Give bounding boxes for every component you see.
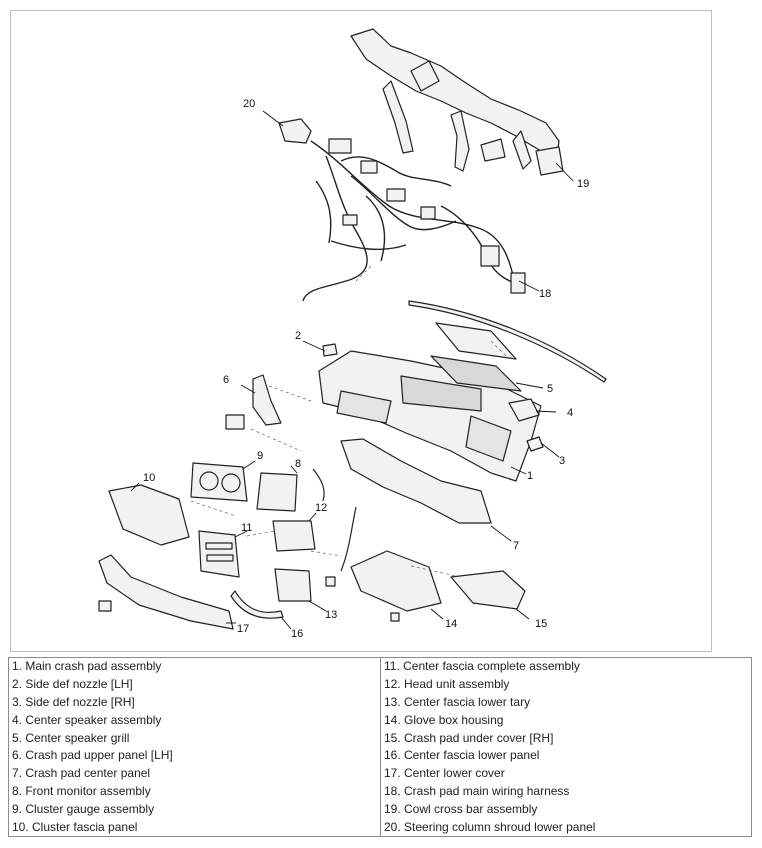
- callout-9: 9: [257, 450, 263, 462]
- glove-box-housing: [350, 550, 442, 612]
- legend-item: 14. Glove box housing: [380, 711, 752, 730]
- cluster-gauge: [190, 462, 248, 502]
- legend-item: 5. Center speaker grill: [8, 729, 381, 747]
- legend-item: 12. Head unit assembly: [380, 675, 752, 694]
- legend-row: 6. Crash pad upper panel [LH] 16. Center…: [8, 746, 752, 765]
- callout-16: 16: [291, 628, 303, 640]
- callout-10: 10: [143, 472, 155, 484]
- speaker-grill: [430, 322, 522, 392]
- callout-13: 13: [325, 609, 337, 621]
- legend-item: 7. Crash pad center panel: [8, 764, 381, 783]
- legend-item: 20. Steering column shroud lower panel: [380, 818, 752, 838]
- callout-6: 6: [223, 374, 229, 386]
- head-unit: [272, 520, 316, 552]
- callout-11: 11: [241, 522, 252, 534]
- center-fascia-lower-tray: [274, 568, 312, 602]
- legend-item: 13. Center fascia lower tary: [380, 693, 752, 712]
- callout-8: 8: [295, 458, 301, 470]
- callout-1: 1: [527, 470, 533, 482]
- legend-item: 3. Side def nozzle [RH]: [8, 693, 381, 712]
- callout-14: 14: [445, 618, 457, 630]
- legend-row: 1. Main crash pad assembly 11. Center fa…: [8, 656, 752, 676]
- legend-item: 17. Center lower cover: [380, 764, 752, 783]
- legend-item: 10. Cluster fascia panel: [8, 818, 381, 838]
- legend-row: 4. Center speaker assembly 14. Glove box…: [8, 711, 752, 730]
- legend-item: 16. Center fascia lower panel: [380, 746, 752, 765]
- legend-item: 8. Front monitor assembly: [8, 782, 381, 801]
- crash-pad-under-cover-rh: [450, 570, 526, 610]
- callout-20: 20: [243, 98, 255, 110]
- legend-row: 8. Front monitor assembly 18. Crash pad …: [8, 782, 752, 801]
- legend-item: 2. Side def nozzle [LH]: [8, 675, 381, 694]
- callout-3: 3: [559, 455, 565, 467]
- callout-4: 4: [567, 407, 573, 419]
- legend-item: 11. Center fascia complete assembly: [380, 656, 752, 676]
- center-speaker: [508, 398, 540, 422]
- legend-item: 9. Cluster gauge assembly: [8, 800, 381, 819]
- legend-row: 10. Cluster fascia panel 20. Steering co…: [8, 818, 752, 838]
- callout-17: 17: [237, 623, 249, 635]
- legend-row: 5. Center speaker grill 15. Crash pad un…: [8, 729, 752, 747]
- cluster-fascia-panel: [108, 484, 190, 546]
- legend-row: 9. Cluster gauge assembly 19. Cowl cross…: [8, 800, 752, 819]
- callout-19: 19: [577, 178, 589, 190]
- side-def-nozzle-rh: [526, 436, 544, 452]
- front-monitor: [256, 472, 298, 512]
- callout-5: 5: [547, 383, 553, 395]
- legend-item: 6. Crash pad upper panel [LH]: [8, 746, 381, 765]
- legend-row: 3. Side def nozzle [RH] 13. Center fasci…: [8, 693, 752, 712]
- steering-shroud-panel: [278, 118, 312, 144]
- center-fascia-lower-panel: [230, 590, 284, 619]
- cowl-cross-bar: [350, 28, 564, 176]
- wiring-harness: [302, 140, 522, 302]
- callout-2: 2: [295, 330, 301, 342]
- harness-connectors: [328, 138, 526, 294]
- legend-item: 1. Main crash pad assembly: [8, 656, 381, 676]
- exploded-parts-diagram: 20 19 18 2 5 4 3 1 6 7 8 9 10 11 12 13 1…: [10, 10, 712, 652]
- callout-12: 12: [315, 502, 327, 514]
- legend-item: 15. Crash pad under cover [RH]: [380, 729, 752, 747]
- crash-pad-upper-panel-lh: [225, 374, 282, 430]
- callout-18: 18: [539, 288, 551, 300]
- reference-lines: [190, 265, 507, 577]
- side-def-nozzle-lh: [322, 343, 338, 357]
- windshield-trim: [408, 300, 607, 383]
- callout-7: 7: [513, 540, 519, 552]
- legend-item: 4. Center speaker assembly: [8, 711, 381, 730]
- callout-labels: 20 19 18 2 5 4 3 1 6 7 8 9 10 11 12 13 1…: [143, 98, 589, 640]
- legend-row: 7. Crash pad center panel 17. Center low…: [8, 764, 752, 783]
- legend-item: 18. Crash pad main wiring harness: [380, 782, 752, 801]
- legend-item: 19. Cowl cross bar assembly: [380, 800, 752, 819]
- parts-legend-table: 1. Main crash pad assembly 11. Center fa…: [8, 656, 752, 838]
- callout-15: 15: [535, 618, 547, 630]
- legend-row: 2. Side def nozzle [LH] 12. Head unit as…: [8, 675, 752, 694]
- diagram-artwork: 20 19 18 2 5 4 3 1 6 7 8 9 10 11 12 13 1…: [98, 28, 607, 640]
- crash-pad-center-panel: [340, 438, 492, 524]
- center-lower-cover: [98, 554, 234, 630]
- leader-lines: [130, 110, 574, 630]
- center-fascia-assembly: [198, 530, 240, 578]
